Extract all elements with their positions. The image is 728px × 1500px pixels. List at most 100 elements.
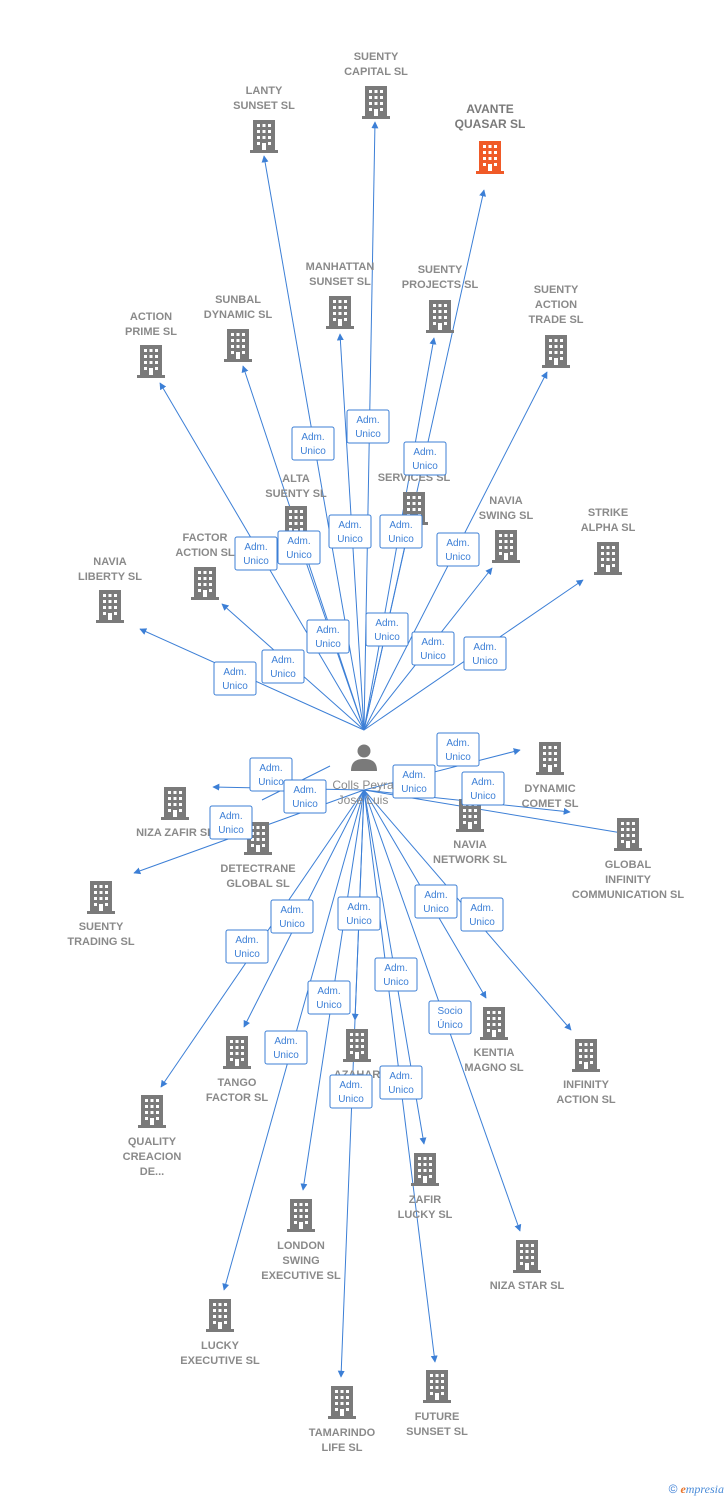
company-label-line: SUENTY	[79, 921, 124, 933]
edge-label-navia-network[interactable]: Adm.Unico	[392, 764, 436, 799]
edge-label-text: Unico	[234, 949, 260, 960]
edge-label-london-swing[interactable]: Adm.Unico	[307, 980, 351, 1015]
edge-label-box	[291, 426, 335, 461]
edge-label-navia-swing[interactable]: Adm.Unico	[411, 631, 455, 666]
edge-label-quality-creacion[interactable]: Adm. Unico	[225, 929, 269, 964]
edge-label-future-sunset[interactable]: Adm.Unico	[379, 1065, 423, 1100]
company-label-line: INFINITY	[563, 1079, 609, 1091]
edge-label-azahar[interactable]: Adm.Unico	[337, 896, 381, 931]
edge-label-text: Unico	[470, 791, 496, 802]
company-quality-creacion[interactable]: QUALITYCREACIONDE...	[123, 1095, 182, 1178]
company-label-line: MAGNO SL	[464, 1062, 524, 1074]
edge-label-text: Unico	[338, 1094, 364, 1105]
company-niza-star[interactable]: NIZA STAR SL	[490, 1240, 565, 1292]
edge-label-global-infinity[interactable]: Adm.Unico	[461, 771, 505, 806]
company-label-line: FACTOR	[182, 532, 227, 544]
edge-label-box	[436, 732, 480, 767]
building-icon	[423, 1370, 451, 1403]
edge-label-kentia-magno[interactable]: Adm.Unico	[414, 884, 458, 919]
edge-label-text: Unico	[355, 429, 381, 440]
edge-label-box	[283, 779, 327, 814]
company-label-line: MANHATTAN	[306, 261, 375, 273]
company-label-line: EXECUTIVE SL	[261, 1270, 341, 1282]
building-icon	[137, 345, 165, 378]
edge-label-suenty-trading[interactable]: Adm.Unico	[209, 805, 253, 840]
edge-label-sunbal-dynamic[interactable]: Adm.Unico	[277, 530, 321, 565]
edge-label-ma-services[interactable]: Adm.Unico	[365, 612, 409, 647]
edge-label-avante-quasar[interactable]: Adm.Unico	[403, 441, 447, 476]
edge-label-suenty-projects[interactable]: Adm.Unico	[379, 514, 423, 549]
edge-label-box	[213, 661, 257, 696]
company-niza-zafir[interactable]: NIZA ZAFIR SL	[136, 787, 214, 839]
building-icon	[223, 1036, 251, 1069]
edge-label-factor-action[interactable]: Adm.Unico	[261, 649, 305, 684]
edge-label-dynamic-comet[interactable]: Adm.Unico	[436, 732, 480, 767]
edge-label-strike-alpha[interactable]: Adm.Unico	[463, 636, 507, 671]
company-label-line: NAVIA	[93, 556, 126, 568]
edge-label-detectrane-global[interactable]: Adm.Unico	[283, 779, 327, 814]
edge-label-action-prime[interactable]: Adm.Unico	[234, 536, 278, 571]
company-label-line: ACTION	[130, 311, 172, 323]
edge-label-text: Unico	[388, 534, 414, 545]
edge-label-suenty-action-trade[interactable]: Adm.Unico	[436, 532, 480, 567]
edge-label-text: Adm.	[280, 905, 303, 916]
building-icon	[343, 1029, 371, 1062]
edge-label-suenty-capital[interactable]: Adm.Unico	[346, 409, 390, 444]
edge-label-box	[392, 764, 436, 799]
edge-label-text: Adm.	[235, 935, 258, 946]
footer-brand: ©empresia	[669, 1482, 724, 1497]
center-person[interactable]: Colls Peyra Jose Luis	[332, 744, 394, 808]
edge-label-infinity-action[interactable]: Adm.Unico	[460, 897, 504, 932]
company-label-line: GLOBAL	[605, 859, 652, 871]
edge-label-text: Unico	[286, 550, 312, 561]
building-icon	[572, 1039, 600, 1072]
company-label-line: QUALITY	[128, 1136, 177, 1148]
edge-label-tango-factor[interactable]: Adm.Unico	[270, 899, 314, 934]
edge-label-text: Unico	[243, 556, 269, 567]
building-icon	[513, 1240, 541, 1273]
edge-label-text: Unico	[472, 656, 498, 667]
edge-label-box	[328, 514, 372, 549]
edge-label-navia-liberty[interactable]: Adm.Unico	[213, 661, 257, 696]
edge-label-niza-zafir[interactable]: Adm.Unico	[249, 757, 293, 792]
edge-label-box	[365, 612, 409, 647]
edge-label-box	[436, 532, 480, 567]
edge-label-lucky-executive[interactable]: Adm.Unico	[264, 1030, 308, 1065]
edge-label-manhattan-sunset[interactable]: Adm.Unico	[328, 514, 372, 549]
edge-label-zafir-lucky[interactable]: Adm.Unico	[374, 957, 418, 992]
edge-label-box	[428, 1000, 472, 1035]
edge-label-tamarindo-life[interactable]: Adm.Unico	[329, 1074, 373, 1109]
building-icon	[411, 1153, 439, 1186]
edge-label-text: Unico	[337, 534, 363, 545]
edge-label-lanty-sunset[interactable]: Adm.Unico	[291, 426, 335, 461]
edge-label-alta-suenty[interactable]: Adm.Unico	[306, 619, 350, 654]
